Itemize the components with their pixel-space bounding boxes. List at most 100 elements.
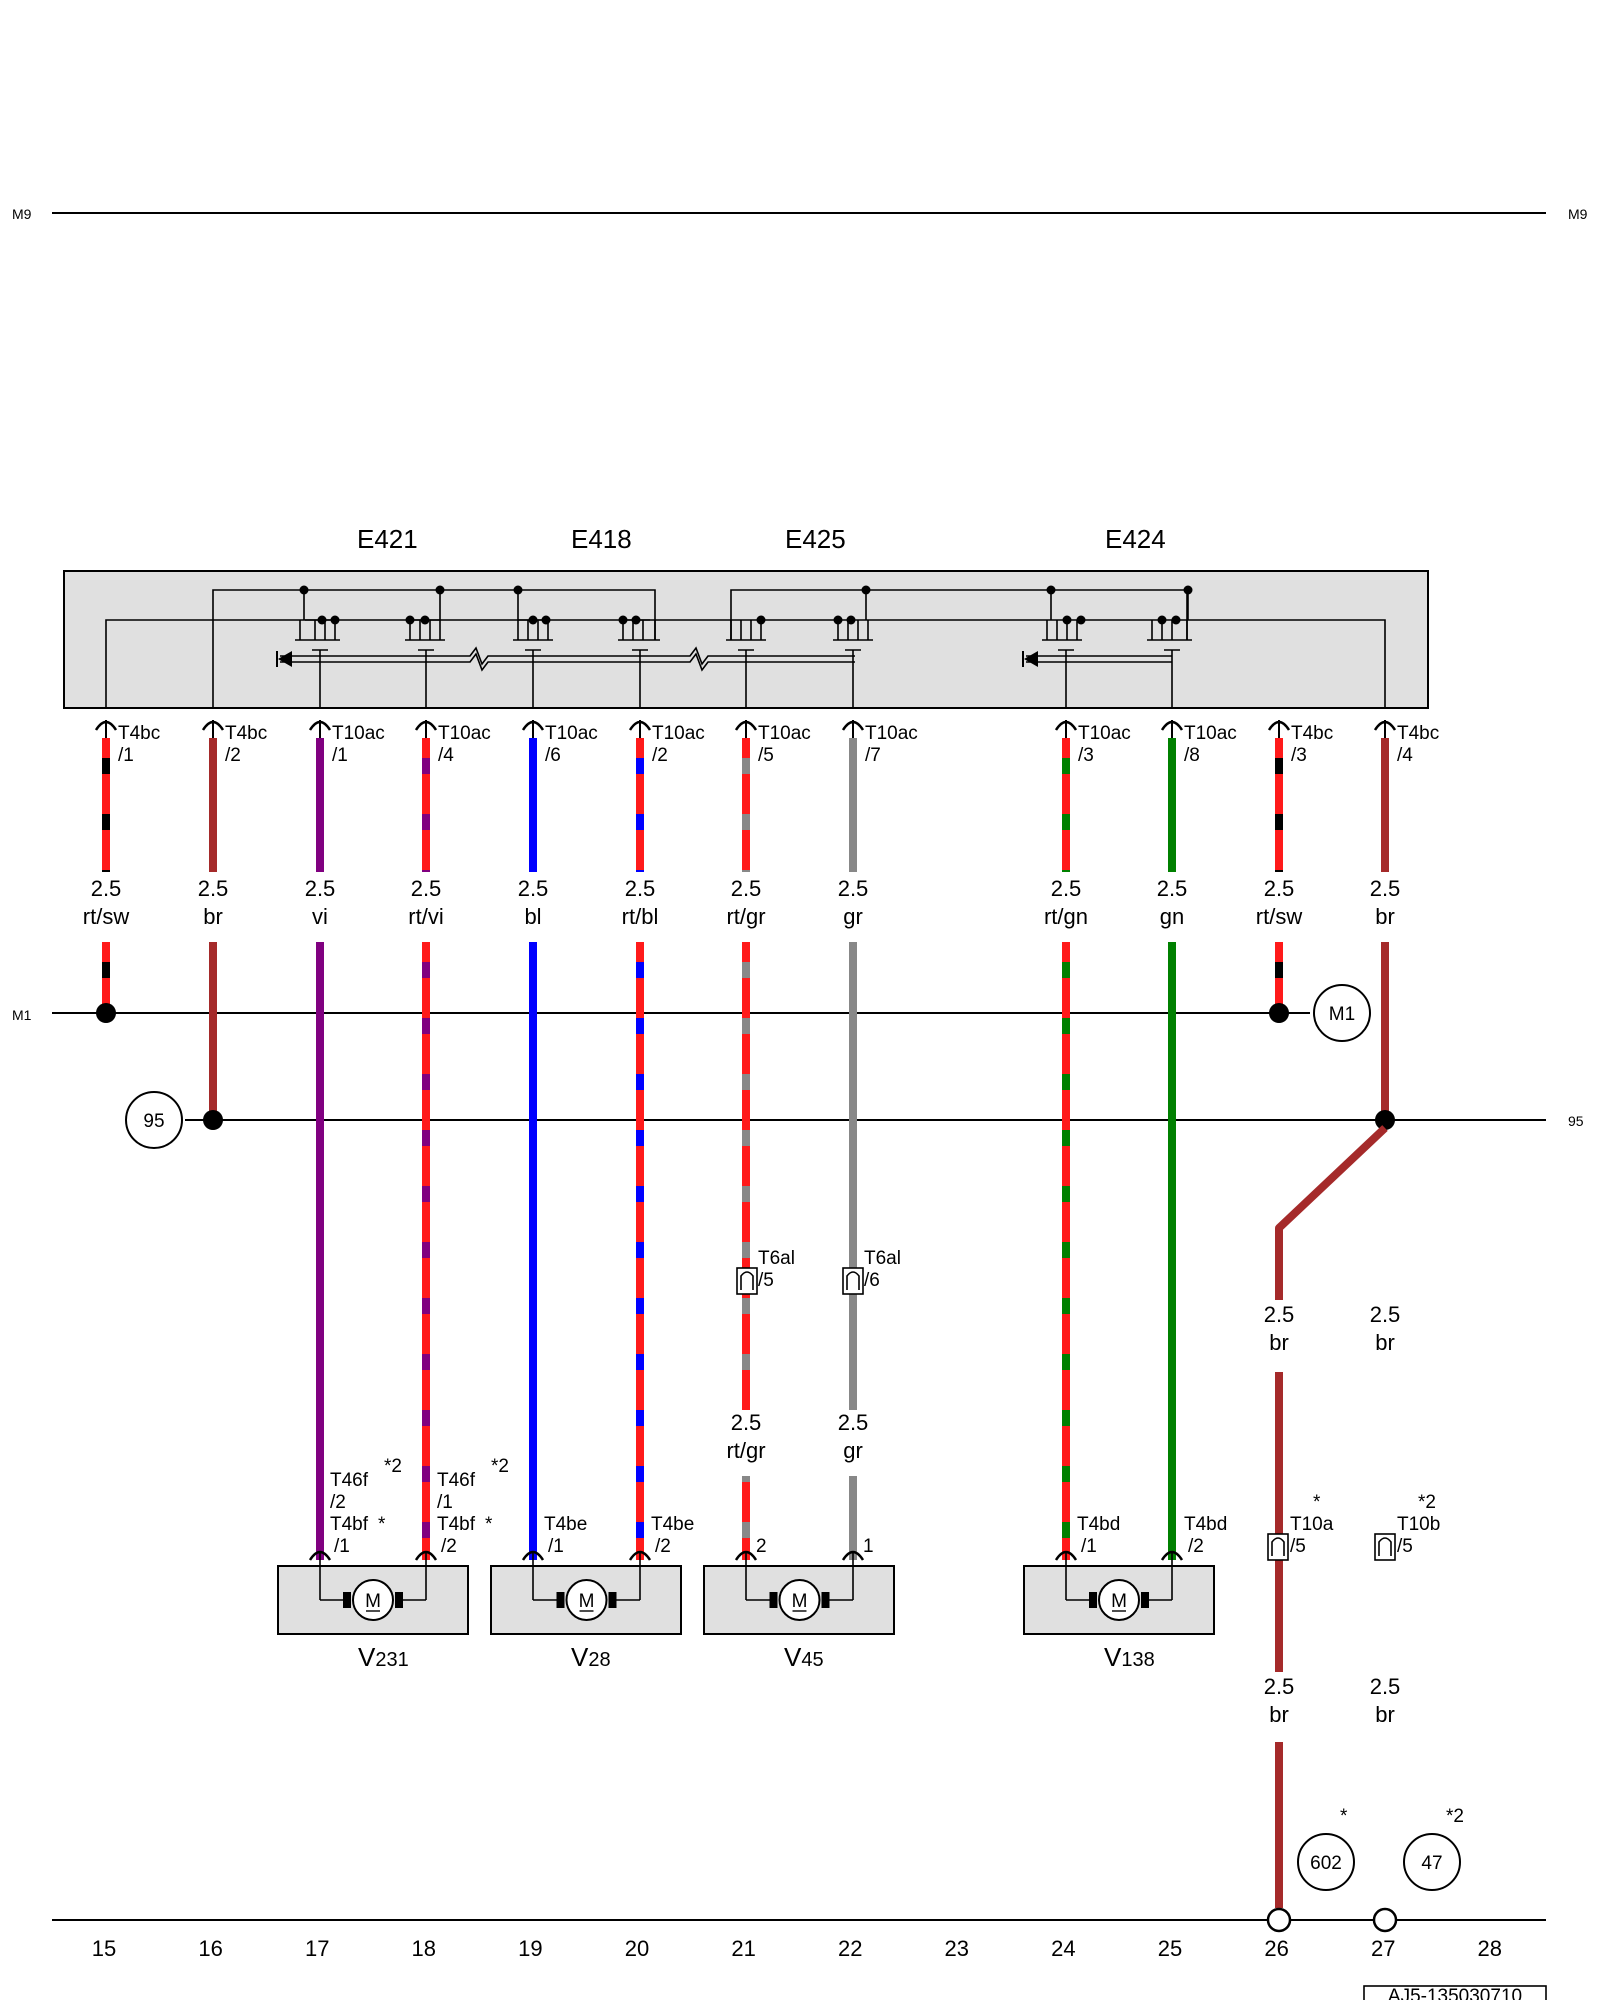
t10a-note: * [1313,1492,1321,1513]
module-section-labels: E421 E418 E425 E424 [357,524,1166,554]
wire-4: T10ac/42.5rt/vi [408,720,491,1560]
lower-w26a-size: 2.5 [1264,1302,1295,1327]
wire-3-pin: T10ac [332,723,385,744]
lower-w22-color: gr [843,1438,863,1463]
wire-2-pin: T4bc [225,723,267,744]
wire-2-size: 2.5 [198,876,229,901]
motor-v138: M V138 [1023,1550,1215,1672]
wire-2-color: br [203,904,223,929]
wire-1-size: 2.5 [91,876,122,901]
v45-pin-a: 2 [756,1536,767,1557]
v28-pin-a2: /1 [548,1536,564,1557]
circle-47: 47 *2 [1403,1806,1464,1891]
circle-95-label: 95 [143,1111,164,1132]
wire-6-color: rt/bl [622,904,659,929]
motor-name-2: V28 [571,1642,611,1672]
lower-w26b-color: br [1269,1702,1289,1727]
wire-27-lower [1370,1300,1400,1933]
wire-12-size: 2.5 [1370,876,1401,901]
v231-note-1: *2 [384,1456,402,1477]
motor-name-number-1: 231 [375,1649,408,1671]
v138-pin-a1: T4bd [1077,1514,1120,1535]
lower-w22-size: 2.5 [838,1410,869,1435]
v45-pin-b: 1 [863,1536,874,1557]
motor-symbol-4: M [1111,1591,1127,1612]
t10b-pin: T10b [1397,1514,1440,1535]
wire-21-22-gaps [730,1410,867,1476]
circle-95: 95 [125,1091,183,1149]
lower-w27a-size: 2.5 [1370,1302,1401,1327]
wire-1: T4bc/12.5rt/sw [83,720,160,1023]
wire-9: T10ac/32.5rt/gn [1044,720,1131,1560]
wire-10-pin: T10ac [1184,723,1237,744]
v231-note-3: *2 [491,1456,509,1477]
v231-note-4: * [485,1514,493,1535]
wire-11-pin: T4bc [1291,723,1333,744]
track-number-12: 26 [1264,1936,1288,1961]
track-number-5: 19 [518,1936,542,1961]
wire-12: T4bc/42.5br [1370,720,1439,1130]
lower-w27b-size: 2.5 [1370,1674,1401,1699]
wire-1-pin: T4bc [118,723,160,744]
circle-m1: M1 [1313,984,1371,1042]
wire-4-pin: T10ac [438,723,491,744]
lower-w21-size: 2.5 [731,1410,762,1435]
wire-5-pin: T10ac [545,723,598,744]
track-number-13: 27 [1371,1936,1395,1961]
wire-6-sub: /2 [652,745,668,766]
wire-9-color: rt/gn [1044,904,1088,929]
wire-1-sub: /1 [118,745,134,766]
v138-pin-b1: T4bd [1184,1514,1227,1535]
wire-11: T4bc/32.5rt/sw [1256,720,1333,1023]
wire-12-pin: T4bc [1397,723,1439,744]
wire-7-size: 2.5 [731,876,762,901]
v231-pin-c2: /1 [437,1492,453,1513]
t10b-sub: /5 [1397,1536,1413,1557]
wire-6: T10ac/22.5rt/bl [622,720,705,1560]
motor-name-3: V45 [784,1642,824,1672]
motor-name-letter-1: V [358,1642,376,1672]
track-number-6: 20 [625,1936,649,1961]
v231-pin-d1: T4bf [437,1514,476,1535]
track-number-2: 16 [198,1936,222,1961]
wire-5-size: 2.5 [518,876,549,901]
track-number-8: 22 [838,1936,862,1961]
track-number-11: 25 [1158,1936,1182,1961]
v28-pin-a1: T4be [544,1514,587,1535]
v231-pin-d2: /2 [441,1536,457,1557]
wire-10-color: gn [1160,904,1184,929]
v231-note-2: * [378,1514,386,1535]
wire-5: T10ac/62.5bl [518,720,598,1560]
t6al-6-pin: T6al [864,1248,901,1269]
wire-7-sub: /5 [758,745,774,766]
wire-8-pin: T10ac [865,723,918,744]
wire-10: T10ac/82.5gn [1157,720,1237,1560]
lower-w26b-size: 2.5 [1264,1674,1295,1699]
t6al-5-pin: T6al [758,1248,795,1269]
section-label-4: E424 [1105,524,1166,554]
wire-10-sub: /8 [1184,745,1200,766]
wire-2-sub: /2 [225,745,241,766]
track-number-3: 17 [305,1936,329,1961]
circle-47-note: *2 [1446,1806,1464,1827]
v231-pin-b1: T4bf [330,1514,369,1535]
v138-pin-a2: /1 [1081,1536,1097,1557]
image-id-box: AJ5-135030710 [1363,1985,1547,2000]
connector-t10a: * T10a /5 [1267,1492,1334,1561]
motor-name-4: V138 [1104,1642,1155,1672]
rail-m1-label: M1 [12,1007,32,1023]
wire-9-size: 2.5 [1051,876,1082,901]
motor-pin-labels: T46f *2 /2 T4bf * /1 T46f *2 /1 T4bf * /… [330,1456,1227,1557]
wire-3: T10ac/12.5vi [305,720,385,1560]
connector-t6al-6: T6al /6 [842,1248,901,1295]
rail-95: 95 [185,1113,1584,1129]
rail-m9-label-left: M9 [12,206,32,222]
wire-11-sub: /3 [1291,745,1307,766]
t6al-5-sub: /5 [758,1270,774,1291]
wire-11-size: 2.5 [1264,876,1295,901]
wire-8-color: gr [843,904,863,929]
